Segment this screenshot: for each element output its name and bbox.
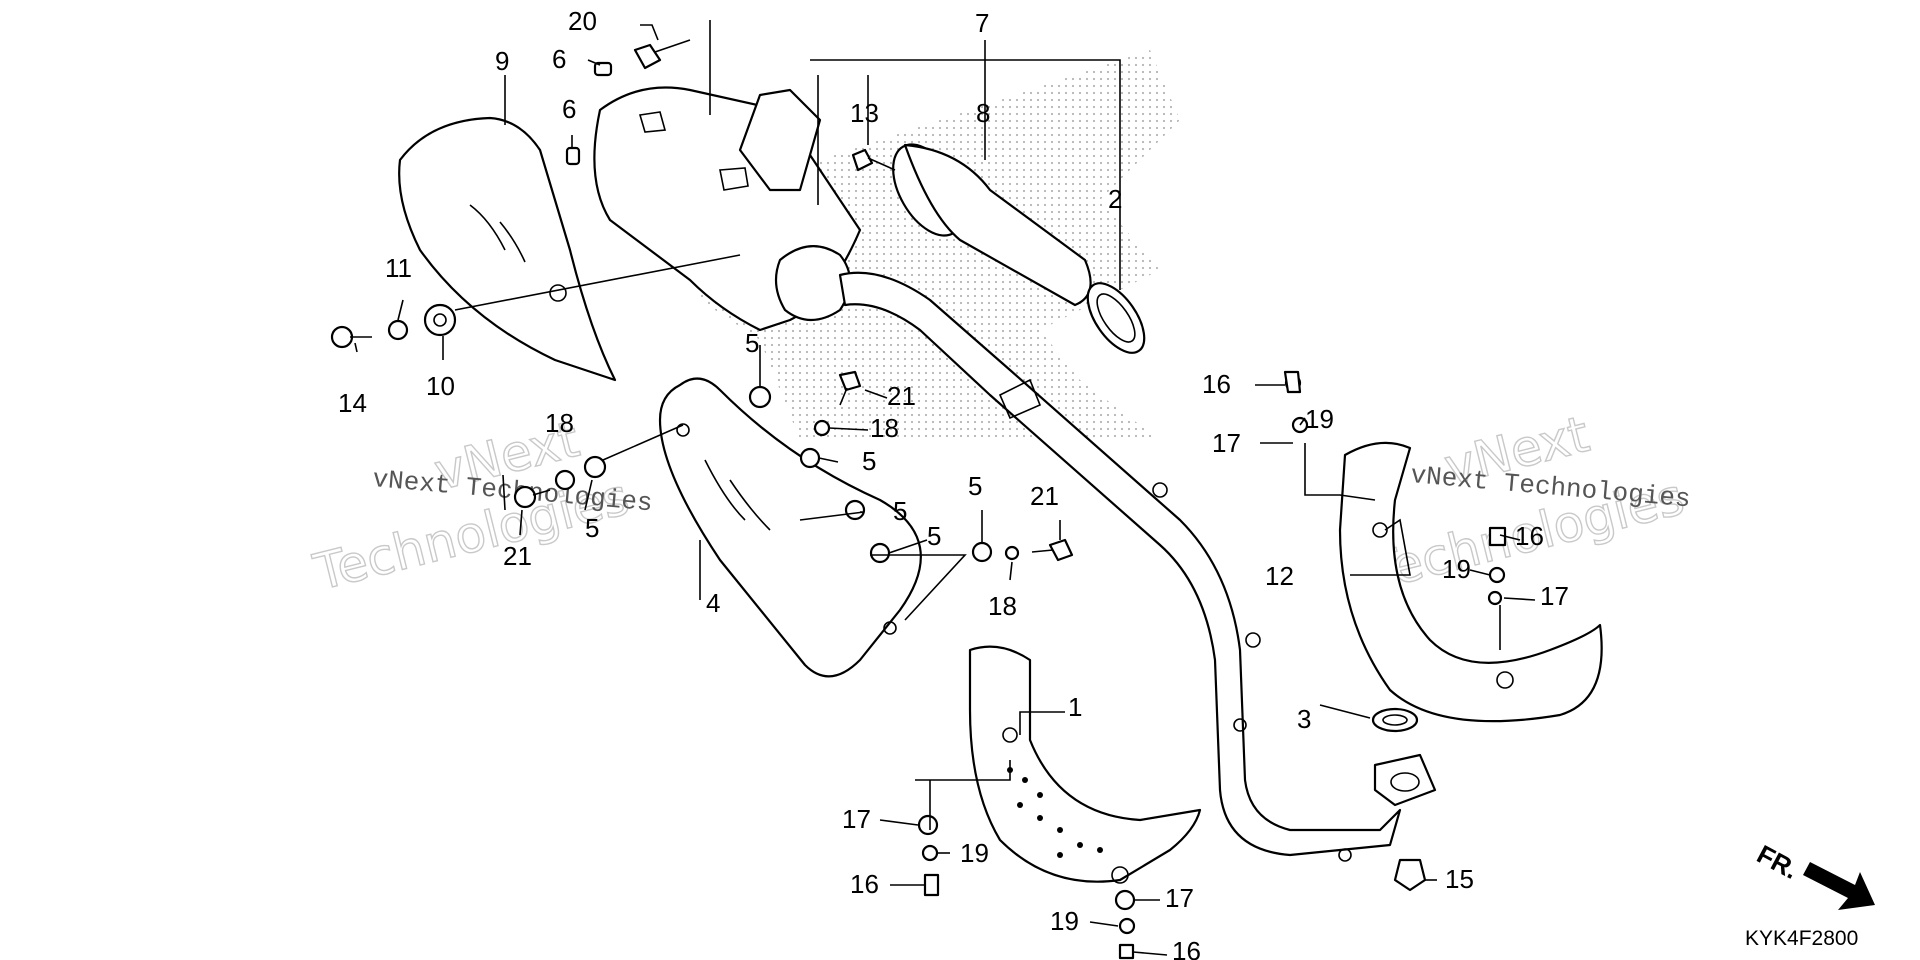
callout-16b: 16 bbox=[1515, 521, 1544, 551]
callout-21c: 21 bbox=[1030, 481, 1059, 511]
callout-20: 20 bbox=[568, 6, 597, 36]
diagram-code: KYK4F2800 bbox=[1745, 927, 1858, 950]
callout-15: 15 bbox=[1445, 864, 1474, 894]
callout-18c: 18 bbox=[988, 591, 1017, 621]
stipple-background bbox=[700, 50, 1180, 440]
callout-7: 7 bbox=[975, 8, 989, 38]
bolt-21b bbox=[513, 485, 551, 509]
muffler-body bbox=[593, 86, 862, 332]
callout-16a: 16 bbox=[1202, 369, 1231, 399]
callout-5b: 5 bbox=[862, 446, 876, 476]
callout-8: 8 bbox=[976, 98, 990, 128]
clip-6b bbox=[565, 146, 581, 166]
callout-17d: 17 bbox=[1165, 883, 1194, 913]
front-label: FR. bbox=[1752, 839, 1803, 885]
front-direction-marker: FR. bbox=[1752, 839, 1875, 910]
callout-21b: 21 bbox=[503, 541, 532, 571]
callout-12: 12 bbox=[1265, 561, 1294, 591]
callout-19d: 19 bbox=[1050, 906, 1079, 936]
callout-21a: 21 bbox=[887, 381, 916, 411]
callout-5c: 5 bbox=[893, 496, 907, 526]
gasket-and-flange bbox=[1371, 707, 1437, 892]
callout-10: 10 bbox=[426, 371, 455, 401]
callout-6a: 6 bbox=[552, 44, 566, 74]
callout-5e: 5 bbox=[968, 471, 982, 501]
callout-4: 4 bbox=[706, 588, 720, 618]
callout-19a: 19 bbox=[1305, 404, 1334, 434]
callout-17c: 17 bbox=[842, 804, 871, 834]
spark-arrestor bbox=[892, 143, 1146, 354]
callout-2: 2 bbox=[1108, 184, 1122, 214]
callout-11: 11 bbox=[385, 253, 412, 283]
exhaust-pipe bbox=[838, 271, 1402, 862]
callout-3: 3 bbox=[1297, 704, 1311, 734]
bolt-21a bbox=[838, 370, 862, 406]
callout-9: 9 bbox=[495, 46, 509, 76]
callout-5a: 5 bbox=[745, 328, 759, 358]
bolt-14 bbox=[330, 325, 372, 349]
callout-16d: 16 bbox=[1172, 936, 1201, 960]
callout-17a: 17 bbox=[1212, 428, 1241, 458]
bolt-21c bbox=[1031, 538, 1074, 562]
callout-1: 1 bbox=[1068, 692, 1082, 722]
collar-11 bbox=[387, 319, 409, 341]
muffler-heat-shield-upper bbox=[398, 116, 617, 382]
callout-13: 13 bbox=[850, 98, 879, 128]
callouts: 20 6 6 9 7 8 13 2 11 14 10 5 21 18 5 5 5… bbox=[338, 6, 1569, 960]
callout-6b: 6 bbox=[562, 94, 576, 124]
callout-16c: 16 bbox=[850, 869, 879, 899]
bolt-20 bbox=[633, 39, 691, 70]
callout-18a: 18 bbox=[870, 413, 899, 443]
hardware bbox=[330, 39, 1507, 960]
grommet-10 bbox=[423, 303, 457, 337]
clip-6a bbox=[593, 61, 613, 77]
bolt-13 bbox=[851, 148, 896, 172]
callout-17b: 17 bbox=[1540, 581, 1569, 611]
front-arrow-icon bbox=[1803, 862, 1875, 910]
callout-5f: 5 bbox=[585, 513, 599, 543]
callout-19b: 19 bbox=[1442, 554, 1471, 584]
callout-5d: 5 bbox=[927, 521, 941, 551]
pipe-protector-upper bbox=[1338, 441, 1603, 723]
muffler-protector bbox=[658, 377, 922, 678]
pipe-protector-lower bbox=[968, 645, 1202, 884]
callout-19c: 19 bbox=[960, 838, 989, 868]
leader-lines bbox=[354, 20, 1536, 956]
callout-14: 14 bbox=[338, 388, 367, 418]
callout-18b: 18 bbox=[545, 408, 574, 438]
